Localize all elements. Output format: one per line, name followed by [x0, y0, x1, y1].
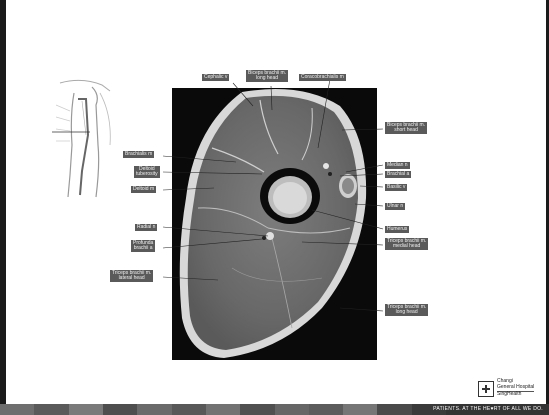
label-ulnar-nerve: Ulnar n [385, 203, 405, 210]
label-brachialis: Brachialis m [123, 151, 154, 158]
left-frame-bar [0, 0, 6, 415]
logo-line-2: General Hospital [497, 385, 534, 391]
label-biceps-long-head: Biceps brachii m. long head [246, 70, 288, 82]
label-basilic-vein: Basilic v [385, 184, 407, 191]
label-median-nerve: Median n [385, 162, 410, 169]
hospital-logo: Changi General Hospital SingHealth [478, 377, 546, 400]
label-triceps-medial-head: Triceps brachii m. medial head [385, 238, 428, 250]
footer-tagline: PATIENTS. AT THE HE♥RT OF ALL WE DO. [433, 406, 543, 412]
label-deltoid-muscle: Deltoid m [131, 186, 156, 193]
label-deltoid-tuberosity: Deltoid tuberosity [134, 166, 160, 178]
label-cephalic-vein: Cephalic v [202, 74, 229, 81]
label-profunda-brachii: Profunda brachii a [131, 240, 155, 252]
label-biceps-short-head: Biceps brachii m. short head [385, 122, 427, 134]
label-radial-nerve: Radial n [135, 224, 157, 231]
label-triceps-lateral-head: Triceps brachii m. lateral head [110, 270, 153, 282]
label-coracobrachialis: Coracobrachialis m [299, 74, 346, 81]
arm-skeleton-thumbnail [52, 75, 116, 199]
mri-cross-section-image [172, 88, 377, 360]
label-triceps-long-head: Triceps brachii m. long head [385, 304, 428, 316]
label-brachial-artery: Brachial a [385, 171, 411, 178]
logo-text: Changi General Hospital SingHealth [497, 379, 534, 398]
hospital-cross-icon [478, 381, 494, 397]
logo-line-3: SingHealth [497, 391, 534, 398]
label-humerus: Humerus [385, 226, 409, 233]
